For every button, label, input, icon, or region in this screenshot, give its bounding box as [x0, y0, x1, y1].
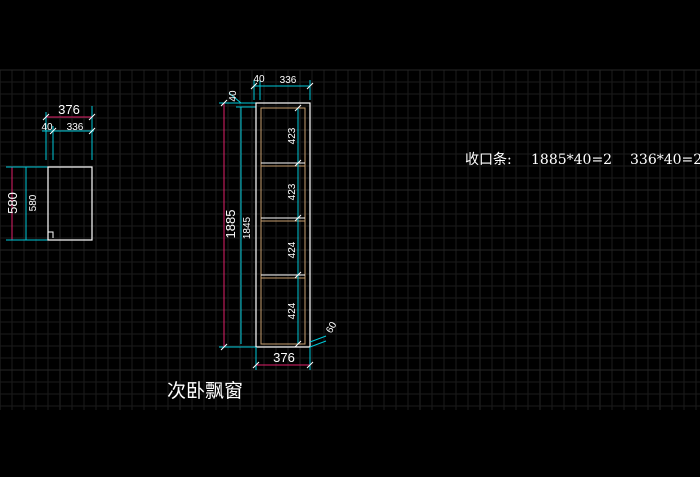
background-grid	[0, 69, 700, 410]
dim-text-top-336: 336	[280, 75, 297, 86]
shelf-spacing-4: 424	[287, 302, 298, 319]
tick-mark	[49, 127, 57, 135]
note-item-1: 1885*40=2	[531, 152, 612, 168]
main-view: 40 336 40 1885 1845	[167, 74, 340, 402]
leader-line-60b	[309, 340, 327, 348]
shelf-spacing-1: 423	[287, 127, 298, 144]
cabinet-inner-frame	[260, 107, 306, 345]
shelf-spacing-2: 423	[287, 183, 298, 200]
tick-mark	[220, 99, 228, 107]
note-label: 收口条:	[465, 151, 512, 168]
tick-mark	[42, 113, 50, 121]
dim-text-gap-40: 40	[228, 90, 239, 102]
drawing-title: 次卧飘窗	[167, 380, 243, 402]
shelf-spacing-ticks	[294, 104, 302, 348]
leader-line-40	[228, 92, 242, 104]
dim-text-1885: 1885	[223, 210, 238, 239]
dim-text-580-inner: 580	[28, 194, 39, 211]
cabinet-section-outline	[47, 166, 93, 241]
shelf-spacing-3: 424	[287, 241, 298, 258]
trim-strip-note: 收口条: 1885*40=2 336*40=2	[465, 151, 700, 168]
shelves	[261, 162, 305, 279]
cabinet-outer-frame	[255, 102, 311, 348]
tick-mark	[250, 82, 258, 90]
dim-text-top-40: 40	[253, 74, 265, 85]
tick-mark	[88, 127, 96, 135]
dim-text-336: 336	[67, 122, 84, 133]
leader-line-60	[309, 335, 327, 343]
dim-text-376: 376	[58, 102, 80, 117]
small-view: 376 40 336 580 580	[5, 102, 96, 241]
dim-text-1845: 1845	[242, 216, 253, 239]
tick-mark	[306, 82, 314, 90]
dim-text-40: 40	[41, 122, 53, 133]
tick-mark	[88, 113, 96, 121]
note-item-2: 336*40=2	[630, 152, 700, 168]
dim-text-bottom-376: 376	[273, 350, 295, 365]
cabinet-section-detail	[47, 231, 54, 240]
tick-mark	[306, 361, 314, 369]
dim-text-60: 60	[324, 320, 339, 336]
dim-text-580-outer: 580	[5, 192, 20, 214]
tick-mark	[252, 361, 260, 369]
tick-mark	[220, 343, 228, 351]
